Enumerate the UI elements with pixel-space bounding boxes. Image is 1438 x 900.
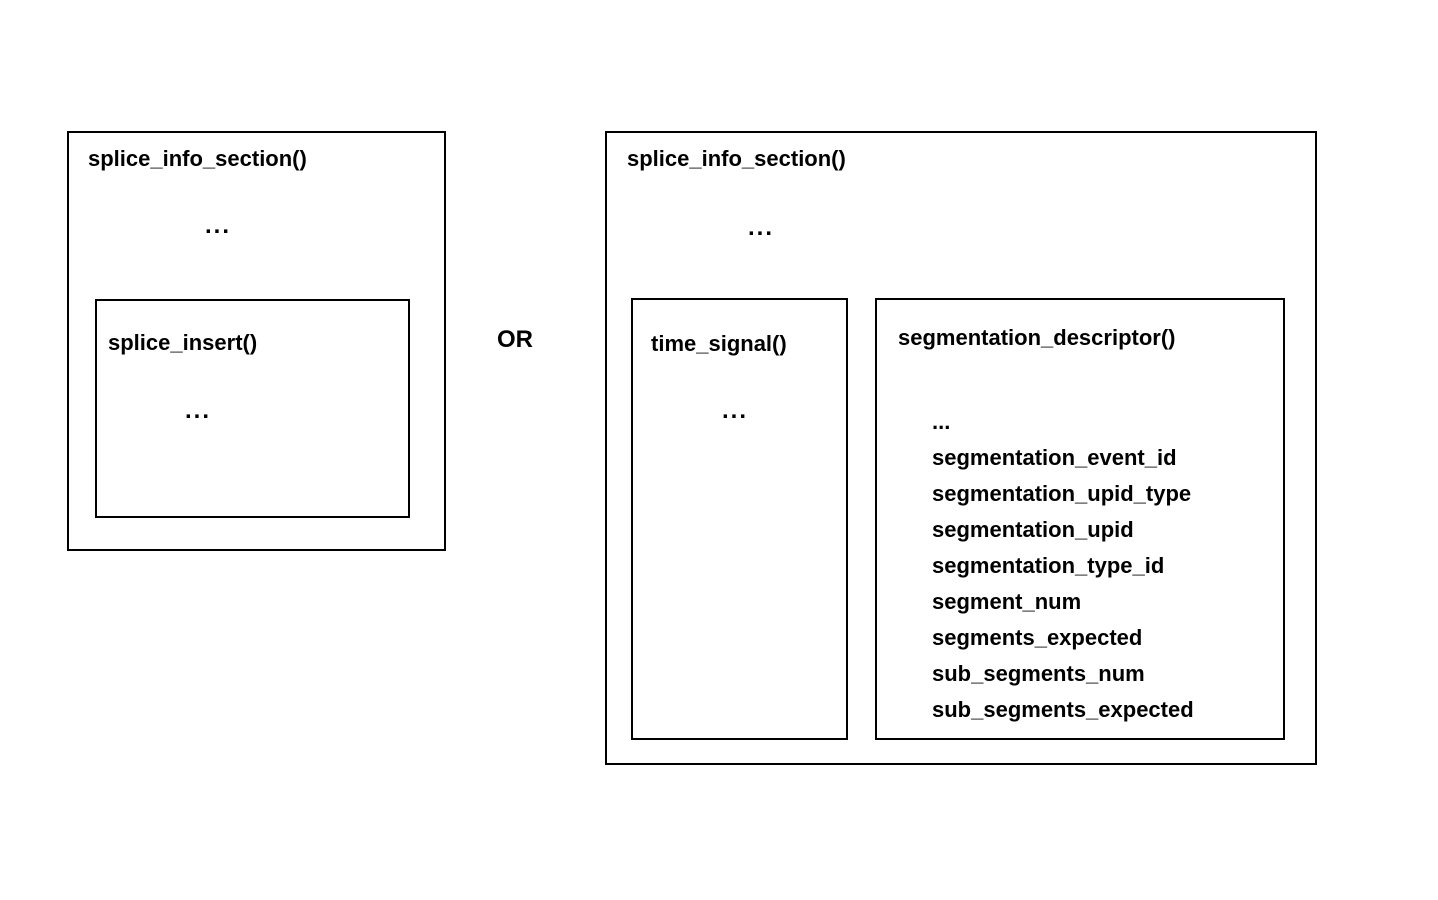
segmentation-descriptor-field-list: ... segmentation_event_id segmentation_u… bbox=[932, 404, 1194, 728]
right-section-ellipsis: ... bbox=[748, 214, 775, 241]
time-signal-title: time_signal() bbox=[651, 331, 787, 356]
time-signal-box bbox=[631, 298, 848, 740]
left-splice-info-section-title: splice_info_section() bbox=[88, 146, 307, 171]
descriptor-field-sub-segments-expected: sub_segments_expected bbox=[932, 697, 1194, 722]
segmentation-descriptor-box bbox=[875, 298, 1285, 740]
splice-insert-title: splice_insert() bbox=[108, 330, 258, 355]
splice-insert-box bbox=[95, 299, 410, 518]
splice-insert-ellipsis: ... bbox=[185, 397, 212, 424]
right-splice-info-section-title: splice_info_section() bbox=[627, 146, 846, 171]
descriptor-field-sub-segments-num: sub_segments_num bbox=[932, 661, 1145, 686]
time-signal-ellipsis: ... bbox=[722, 397, 749, 424]
or-connector-label: OR bbox=[497, 326, 533, 353]
descriptor-field-segmentation-upid: segmentation_upid bbox=[932, 517, 1134, 542]
left-section-ellipsis: ... bbox=[205, 212, 232, 239]
segmentation-descriptor-title: segmentation_descriptor() bbox=[898, 325, 1176, 350]
descriptor-field-segmentation-upid-type: segmentation_upid_type bbox=[932, 481, 1192, 506]
descriptor-field-segmentation-event-id: segmentation_event_id bbox=[932, 445, 1177, 470]
descriptor-field-ellipsis: ... bbox=[932, 409, 951, 434]
descriptor-field-segmentation-type-id: segmentation_type_id bbox=[932, 553, 1165, 578]
descriptor-field-segments-expected: segments_expected bbox=[932, 625, 1143, 650]
descriptor-field-segment-num: segment_num bbox=[932, 589, 1082, 614]
